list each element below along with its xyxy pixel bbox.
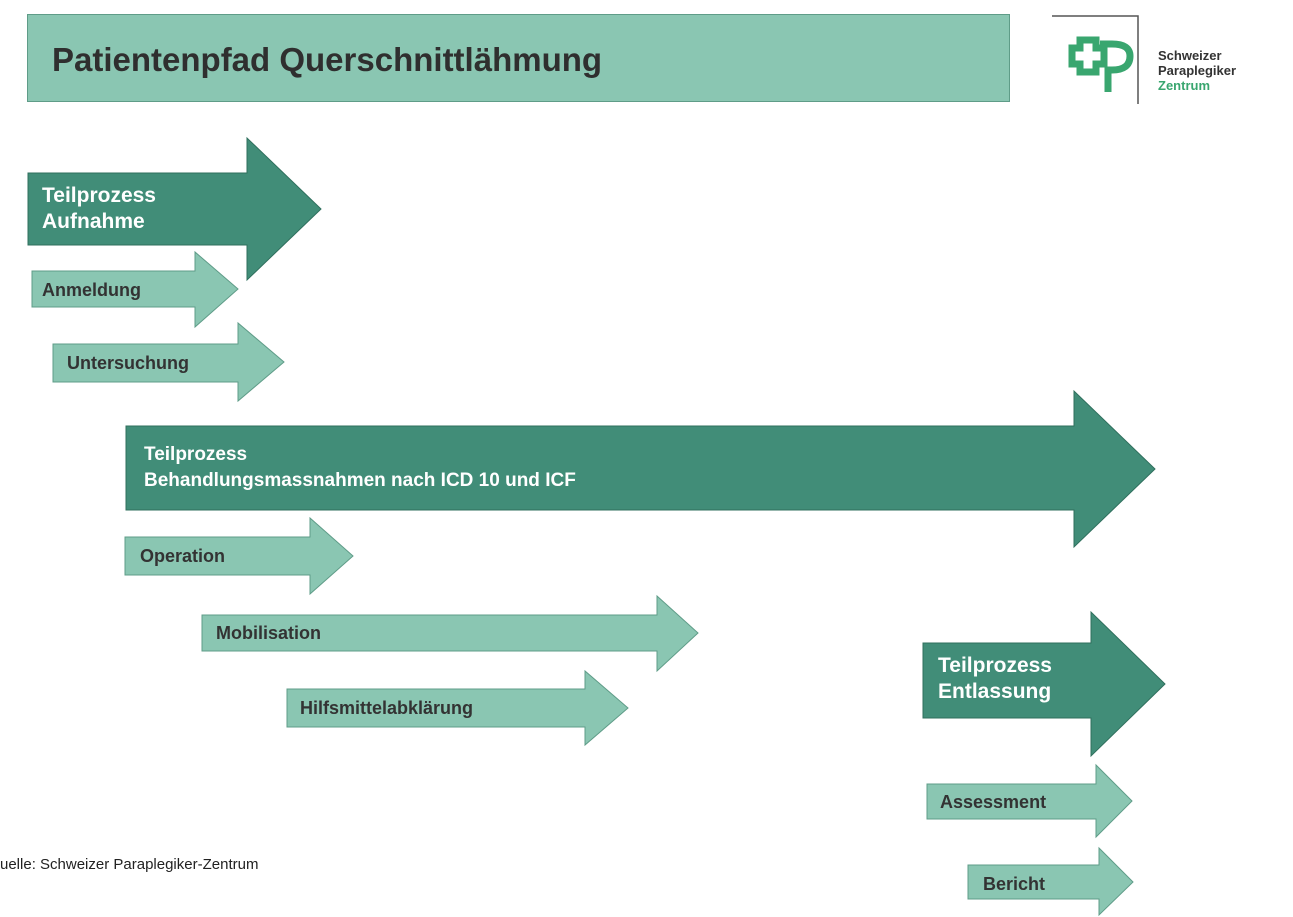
step-anmeldung: Anmeldung <box>42 280 141 300</box>
entlassung-label: Teilprozess Entlassung <box>938 653 1052 705</box>
spz-logo-icon <box>1052 15 1139 104</box>
entlassung-label-line1: Teilprozess <box>938 654 1052 677</box>
source-caption: uelle: Schweizer Paraplegiker-Zentrum <box>0 856 259 873</box>
entlassung-label-line2: Entlassung <box>938 680 1052 703</box>
step-hilfsmittelabklaerung: Hilfsmittelabklärung <box>300 698 474 718</box>
step-untersuchung: Untersuchung <box>67 353 190 373</box>
behandlung-label-line1: Teilprozess <box>144 444 248 465</box>
aufnahme-label-line1: Teilprozess <box>42 184 156 207</box>
behandlung-label: Teilprozess Behandlungsmassnahmen nach I… <box>144 442 576 494</box>
logo-text-line3: Zentrum <box>1158 78 1210 93</box>
aufnahme-label: Teilprozess Aufnahme <box>42 183 156 235</box>
step-mobilisation: Mobilisation <box>216 623 321 643</box>
logo-text: Schweizer Paraplegiker Zentrum <box>1158 48 1236 93</box>
logo-text-line1: Schweizer <box>1158 48 1222 63</box>
page-title: Patientenpfad Querschnittlähmung <box>52 41 603 78</box>
behandlung-label-line2: Behandlungsmassnahmen nach ICD 10 und IC… <box>144 470 576 491</box>
step-assessment: Assessment <box>940 792 1047 812</box>
step-bericht: Bericht <box>983 874 1046 894</box>
spz-logo: Schweizer Paraplegiker Zentrum <box>1050 14 1290 106</box>
logo-text-line2: Paraplegiker <box>1158 63 1237 78</box>
title-bar: Patientenpfad Querschnittlähmung <box>27 14 1010 102</box>
step-operation: Operation <box>140 546 226 566</box>
aufnahme-label-line2: Aufnahme <box>42 210 145 233</box>
